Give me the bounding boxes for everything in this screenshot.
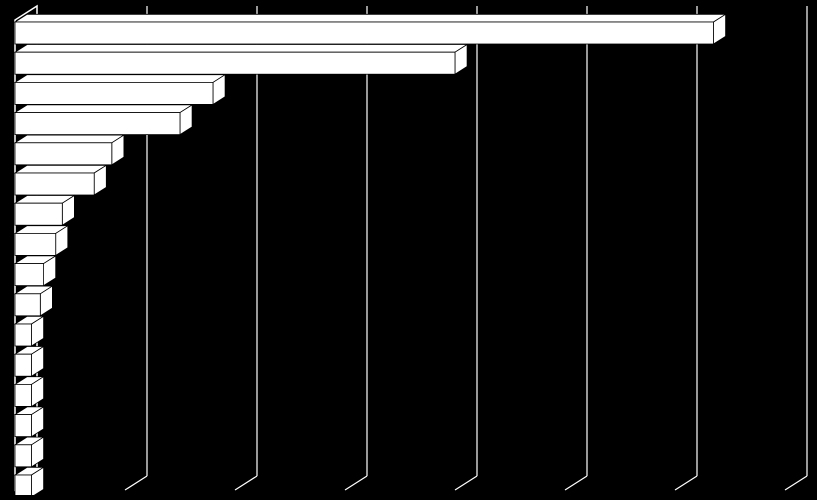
bar-15	[13, 436, 45, 468]
bar-6	[13, 164, 108, 196]
bar-front-12	[14, 353, 32, 377]
bar-series	[13, 13, 727, 498]
gridlines	[124, 6, 808, 491]
gridline-floor-5	[564, 475, 588, 491]
bar-16	[13, 466, 45, 498]
bar-front-13	[14, 383, 32, 407]
bar-front-3	[14, 82, 214, 105]
bar-10	[13, 285, 54, 317]
bar-front-6	[14, 172, 95, 196]
bar-top-3	[13, 74, 227, 83]
bar-front-15	[14, 444, 32, 468]
gridline-floor-3	[344, 475, 368, 491]
bar-7	[13, 194, 76, 226]
bar-12	[13, 345, 45, 377]
gridline-floor-6	[674, 475, 698, 491]
bar-front-8	[14, 232, 57, 256]
bar-11	[13, 315, 45, 347]
bar-8	[13, 224, 70, 257]
bar-front-7	[14, 202, 63, 226]
bar-front-1	[14, 21, 714, 45]
bar-1	[13, 13, 727, 45]
bar-front-11	[14, 323, 32, 347]
bar-front-9	[14, 263, 45, 287]
bar-front-14	[14, 414, 32, 438]
bar-front-10	[14, 293, 41, 317]
bar-top-1	[13, 13, 727, 23]
bar-top-4	[13, 104, 194, 113]
bar-top-2	[13, 44, 469, 53]
gridline-floor-7	[784, 475, 808, 491]
gridline-floor-2	[234, 475, 258, 491]
bar-top-5	[13, 134, 126, 144]
gridline-floor-1	[124, 475, 148, 491]
bar-front-16	[14, 474, 32, 498]
bar-2	[13, 43, 469, 75]
bar-front-4	[14, 112, 181, 135]
bar-4	[13, 104, 194, 136]
bar-14	[13, 406, 45, 438]
gridline-floor-4	[454, 475, 478, 491]
bar-3	[13, 73, 227, 106]
bar-13	[13, 375, 45, 408]
bar-front-5	[14, 142, 113, 166]
bar-9	[13, 255, 58, 287]
bar-5	[13, 134, 126, 166]
bar-top-6	[13, 164, 108, 174]
bar-front-2	[14, 51, 456, 75]
